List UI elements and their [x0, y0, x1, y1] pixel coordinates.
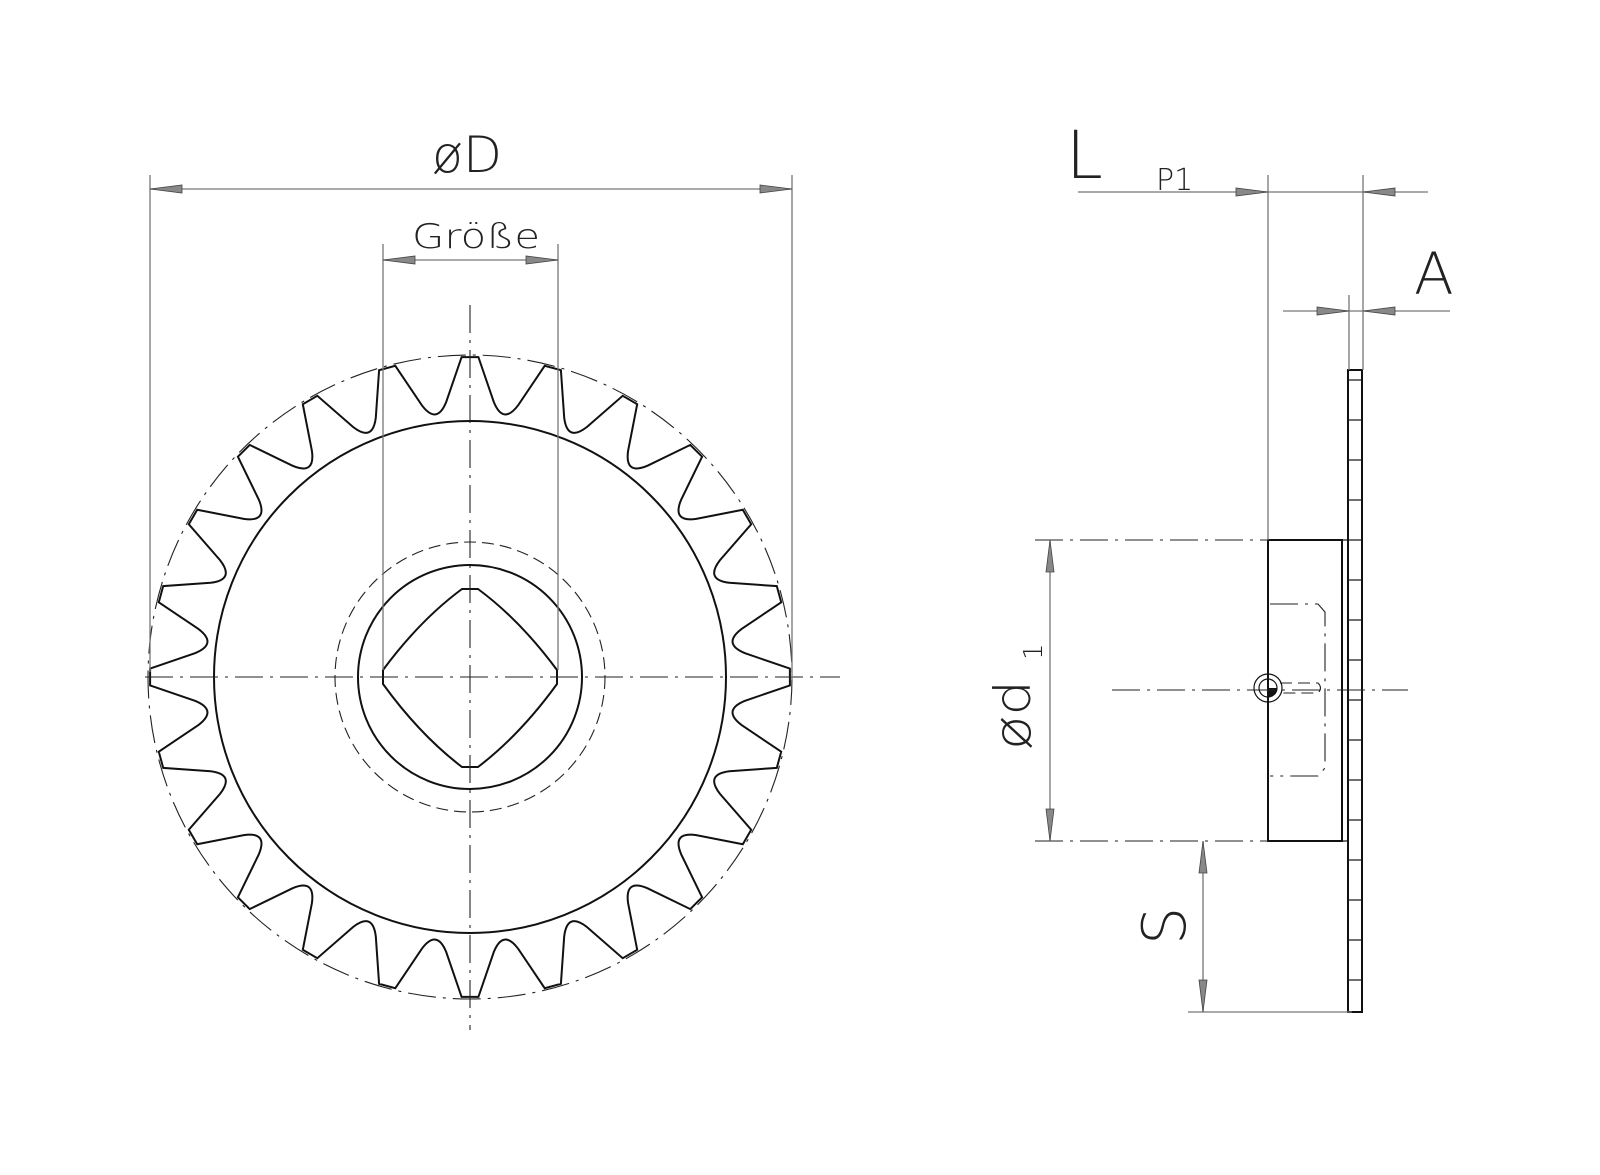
set-screw-fill	[1268, 688, 1277, 697]
dim-label-hub-diameter-sub: 1	[1019, 643, 1049, 660]
plate-tooth-marks	[1349, 379, 1362, 981]
side-view: ød 1 S L P1 A	[984, 117, 1454, 1013]
dim-label-length: L	[1066, 117, 1103, 194]
set-screw-outer	[1253, 673, 1283, 703]
dim-label-length-sub: P1	[1156, 163, 1193, 198]
front-view: øD Größe	[145, 126, 840, 1030]
sprocket-plate	[1347, 369, 1363, 1013]
bore-hidden-outline	[1270, 603, 1326, 777]
sprocket-teeth-outline	[149, 356, 791, 998]
dim-label-hub-diameter: ød	[984, 680, 1042, 750]
dim-label-bore-size: Größe	[412, 217, 540, 257]
square-bore	[382, 588, 558, 768]
set-screw-hidden	[1280, 682, 1322, 694]
dim-label-s: S	[1130, 907, 1200, 945]
dim-label-a: A	[1414, 240, 1454, 308]
dim-label-outer-diameter: øD	[432, 126, 502, 184]
